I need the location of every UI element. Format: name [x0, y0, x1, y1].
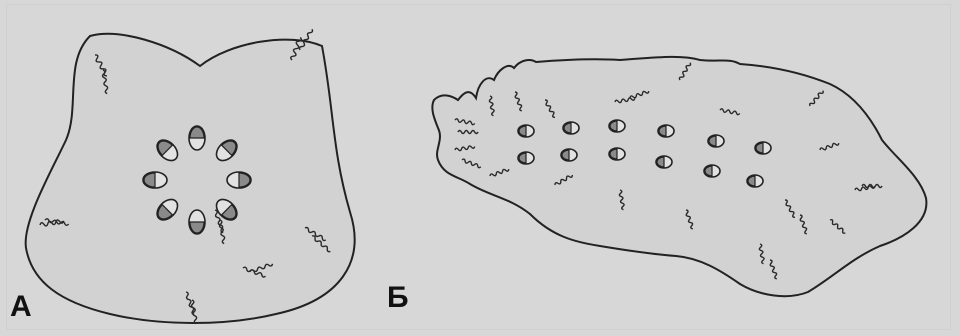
vascular-bundle: [656, 156, 672, 168]
vascular-bundle: [189, 126, 205, 150]
vascular-bundle: [518, 152, 534, 164]
vascular-bundle: [704, 165, 720, 177]
vascular-bundle: [143, 172, 167, 188]
vascular-bundle: [747, 175, 763, 187]
vascular-bundle: [189, 210, 205, 234]
panel-b-label: Б: [387, 283, 409, 313]
vascular-bundle: [708, 135, 724, 147]
vascular-bundle: [755, 142, 771, 154]
panel-a-outline: [26, 34, 355, 323]
panel-b-diagram: [432, 57, 926, 296]
vascular-bundle: [563, 122, 579, 134]
vascular-bundle: [561, 149, 577, 161]
vascular-bundle: [658, 125, 674, 137]
vascular-bundle: [609, 120, 625, 132]
panel-b-outline: [432, 57, 926, 296]
panel-a-label: А: [10, 292, 32, 322]
vascular-bundle: [227, 172, 251, 188]
vascular-bundle: [518, 125, 534, 137]
vascular-bundle: [609, 148, 625, 160]
panel-a-diagram: [26, 28, 355, 323]
